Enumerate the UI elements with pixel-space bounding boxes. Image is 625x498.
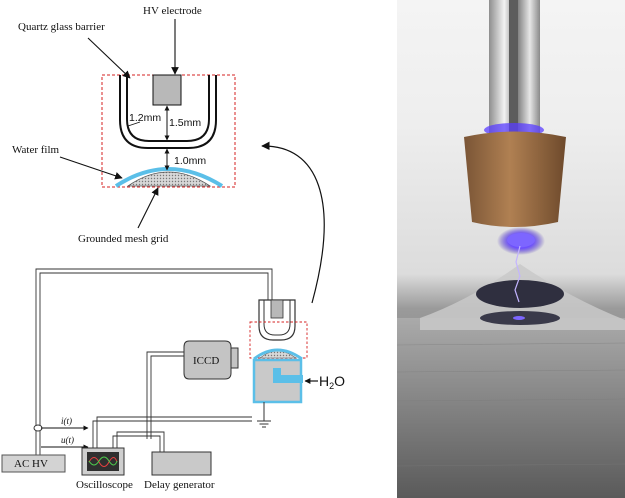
dim-label-gap-electrode: 1.5mm: [169, 117, 201, 129]
cable-iccd-delay-b: [150, 355, 184, 439]
photo-cork-holder: [464, 131, 566, 227]
cable-ground-bus-a: [92, 420, 252, 448]
leader-quartz-barrier: [87, 37, 131, 79]
label-water-film: Water film: [12, 144, 60, 156]
oscilloscope-screen: [87, 452, 119, 471]
zoom-detail: 1.2mm 1.5mm 1.0mm Quartz glass barrier H…: [12, 5, 236, 245]
cable-ground-bus-b: [96, 416, 252, 448]
photo-tube-inner-rod: [509, 0, 518, 134]
voltage-signal-label: u(t): [61, 435, 74, 445]
iccd-body: [183, 340, 232, 380]
ground-symbol-icon: [257, 420, 271, 428]
water-inlet-channel: [273, 375, 303, 383]
photo-metal-base: [397, 318, 625, 498]
dim-tick-barrier: [127, 121, 141, 127]
dim-label-gap-water: 1.0mm: [174, 155, 206, 167]
current-signal-label: i(t): [61, 416, 72, 426]
hv-wire-inner: [39, 272, 269, 455]
iccd-lens: [230, 347, 239, 369]
oscilloscope-wave-green: [88, 456, 118, 466]
current-probe-icon: [33, 424, 43, 432]
system-schematic: H2O ICCD i(t) u(t) AC HV Oscilloscope: [1, 268, 345, 491]
ac-hv-source: [1, 454, 66, 473]
photo-brushed-texture: [396, 342, 625, 467]
photo-mesh-dome: [476, 280, 564, 308]
quartz-barrier-inner: [126, 75, 210, 142]
cable-delay-scope-a: [112, 435, 161, 452]
oscilloscope-wave-red: [88, 457, 118, 467]
label-quartz-barrier: Quartz glass barrier: [18, 21, 105, 33]
oscilloscope-label: Oscilloscope: [76, 479, 133, 491]
grounded-mesh-dome: [126, 171, 212, 187]
hv-wire-outer: [35, 268, 273, 455]
iccd-label: ICCD: [193, 355, 219, 367]
reactor-water-film: [253, 348, 303, 361]
leader-grounded-mesh: [137, 187, 159, 229]
label-hv-electrode: HV electrode: [143, 5, 202, 17]
reactor: [249, 299, 308, 428]
zoom-link-arrow: [261, 141, 325, 304]
delay-generator-label: Delay generator: [144, 479, 215, 491]
discharge-photograph: [396, 0, 625, 498]
photo-plasma-filament: [514, 245, 521, 303]
hv-electrode-block: [152, 74, 182, 106]
iccd-camera: ICCD: [183, 340, 239, 380]
reactor-barrier-inner: [263, 300, 291, 336]
cable-iccd-delay-a: [146, 351, 184, 439]
dim-label-barrier: 1.2mm: [129, 112, 161, 124]
leader-water-film: [59, 156, 123, 180]
oscilloscope: Oscilloscope: [76, 447, 133, 491]
label-grounded-mesh: Grounded mesh grid: [78, 233, 169, 245]
reactor-barrier-outer: [258, 299, 296, 341]
h2o-label: H2O: [319, 373, 345, 391]
cable-delay-scope-b: [116, 431, 165, 452]
quartz-barrier-outer: [119, 75, 217, 149]
photo-plasma-core: [507, 233, 535, 247]
photo-plasma-spot: [513, 316, 525, 320]
ac-hv-label: AC HV: [14, 458, 48, 470]
reactor-electrode: [270, 299, 284, 319]
water-inlet-riser: [273, 368, 281, 383]
delay-generator: [151, 451, 212, 476]
